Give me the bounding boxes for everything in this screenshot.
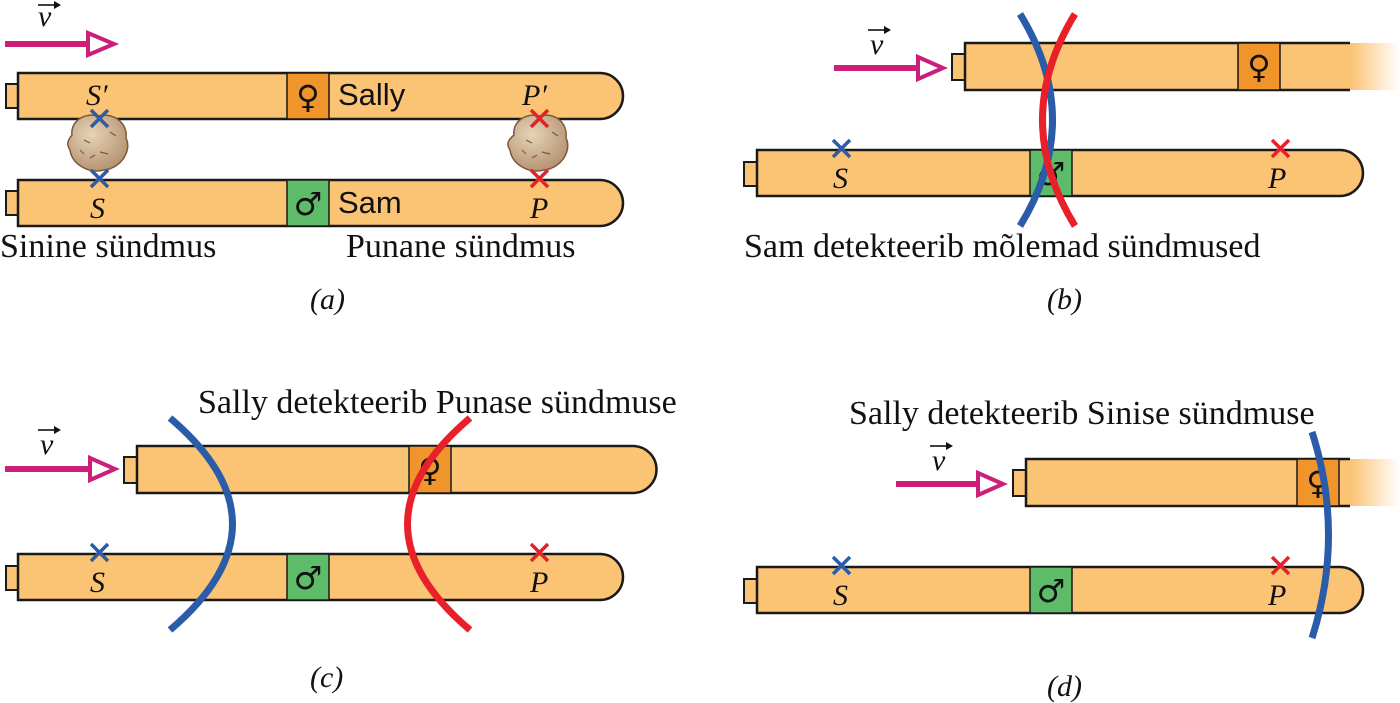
blue-cross [831, 138, 852, 159]
statement-c: Sally detekteerib Punase sündmuse [198, 384, 677, 421]
point-s: S [833, 162, 848, 195]
red-cross [529, 542, 550, 563]
caption-b: (b) [1047, 283, 1082, 316]
female-icon: ♀ [418, 451, 441, 489]
velocity-label: v [870, 28, 884, 61]
sally-train: ♀ [1012, 457, 1400, 508]
panel-a: v ♀ Sally S′ P′ ♂ Sam S P [0, 0, 625, 316]
blue-event-label: Sinine sündmus [0, 228, 216, 265]
point-s-prime: S′ [86, 79, 108, 112]
panel-d: Sally detekteerib Sinise sündmuse v ♀ ♂ … [743, 395, 1400, 703]
red-event-label: Punane sündmus [346, 228, 576, 265]
male-icon: ♂ [294, 559, 323, 597]
red-cross-top [529, 108, 550, 129]
velocity-arrow: v [834, 26, 948, 83]
velocity-arrow: v [896, 442, 1008, 499]
point-p: P [1267, 579, 1286, 612]
blue-cross-top [89, 108, 110, 129]
velocity-label: v [40, 428, 54, 461]
female-icon: ♀ [296, 78, 319, 116]
point-p: P [529, 566, 548, 599]
sam-name: Sam [338, 185, 402, 220]
blue-cross [89, 542, 110, 563]
sam-train: ♂ Sam S P [5, 178, 625, 228]
red-wavefront [1039, 12, 1078, 228]
sam-train: ♂ S P [5, 542, 625, 602]
blue-wavefront [167, 415, 236, 633]
blue-cross [831, 555, 852, 576]
red-cross [1270, 138, 1291, 159]
velocity-label: v [932, 444, 946, 477]
male-icon: ♂ [1037, 572, 1066, 610]
sally-train: ♀ Sally S′ P′ [5, 71, 625, 121]
velocity-arrow: v [5, 426, 120, 484]
point-s: S [833, 579, 848, 612]
statement-b: Sam detekteerib mõlemad sündmused [744, 228, 1261, 265]
red-rock [507, 114, 569, 172]
panel-c: v Sally detekteerib Punase sündmuse ♀ ♂ … [5, 384, 677, 694]
panel-b: v ♀ ♂ S P Sam detekteerib mõlemad sündmu… [743, 12, 1400, 316]
red-cross-bottom [529, 168, 550, 189]
point-p: P [1267, 162, 1286, 195]
blue-rock [67, 114, 129, 172]
caption-d: (d) [1047, 670, 1082, 703]
male-icon: ♂ [294, 185, 323, 223]
point-s: S [90, 192, 105, 225]
sam-train: ♂ S P [743, 555, 1365, 615]
blue-wavefront [1308, 430, 1332, 640]
velocity-arrow: v [5, 0, 120, 59]
red-cross [1270, 555, 1291, 576]
point-p: P [529, 192, 548, 225]
velocity-label: v [38, 0, 52, 33]
female-icon: ♀ [1247, 48, 1270, 86]
blue-wavefront [1017, 12, 1056, 228]
sally-train: ♀ [951, 41, 1400, 92]
point-p-prime: P′ [521, 79, 547, 112]
statement-d: Sally detekteerib Sinise sündmuse [849, 395, 1315, 432]
caption-c: (c) [310, 661, 343, 694]
blue-cross-bottom [89, 168, 110, 189]
caption-a: (a) [310, 283, 345, 316]
sally-name: Sally [338, 77, 406, 112]
red-wavefront [404, 415, 473, 633]
point-s: S [90, 566, 105, 599]
sally-train: ♀ [123, 444, 658, 495]
